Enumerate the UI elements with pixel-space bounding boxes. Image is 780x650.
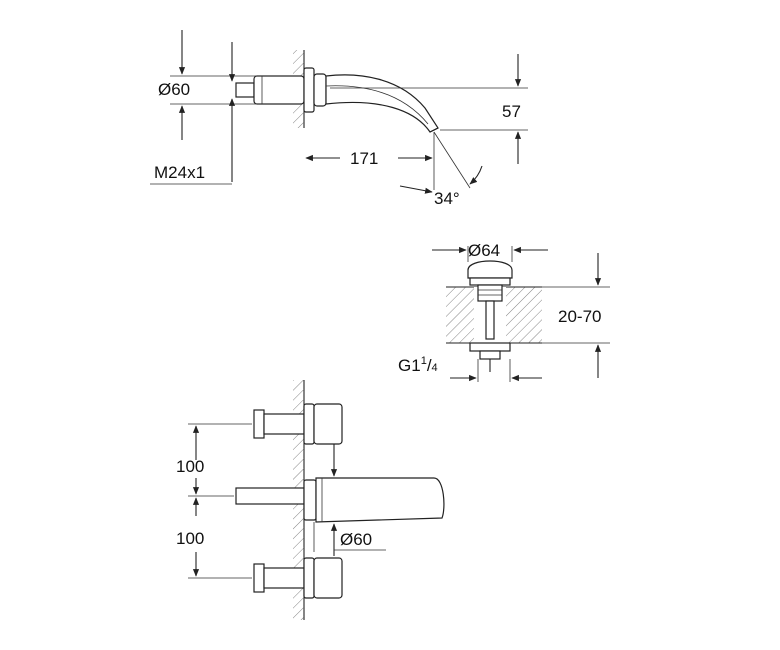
spout-view: Ø60 M24x1 57 171 34°	[150, 30, 528, 208]
fraction-slash: /	[427, 356, 432, 375]
wall-diameter-label: Ø60	[340, 530, 372, 549]
spout-height-label: 57	[502, 102, 521, 121]
lower-spacing-label: 100	[176, 529, 204, 548]
spout-angle-label: 34°	[434, 189, 460, 208]
waste-thread-label: G11/4	[398, 355, 438, 375]
waste-thread-denominator: 4	[432, 362, 438, 374]
lower-valve-rosette	[313, 557, 343, 599]
wall-view: 100 100 Ø60	[176, 380, 445, 620]
upper-valve-rosette	[313, 403, 343, 445]
spout-curve	[325, 74, 439, 133]
lower-valve-knob	[253, 563, 265, 593]
waste-nut	[469, 342, 511, 352]
thread-size-label: M24x1	[154, 163, 205, 182]
upper-valve-knob	[253, 409, 265, 439]
upper-spacing-label: 100	[176, 457, 204, 476]
thread-connector	[235, 82, 255, 98]
spout-body-rear	[253, 75, 305, 105]
waste-view: Ø64 20-70 G11/4	[398, 241, 610, 382]
waste-plug-cap	[467, 260, 513, 279]
waste-diameter-label: Ø64	[468, 241, 500, 260]
slab-thickness-label: 20-70	[558, 307, 601, 326]
spout-projection-label: 171	[350, 149, 378, 168]
spout-diameter-label: Ø60	[158, 80, 190, 99]
spout-rosette	[303, 67, 315, 113]
spout-side	[315, 477, 445, 523]
spout-connector	[235, 487, 305, 505]
waste-thread-prefix: G1	[398, 356, 421, 375]
waste-thread-numerator: 1	[421, 355, 427, 367]
